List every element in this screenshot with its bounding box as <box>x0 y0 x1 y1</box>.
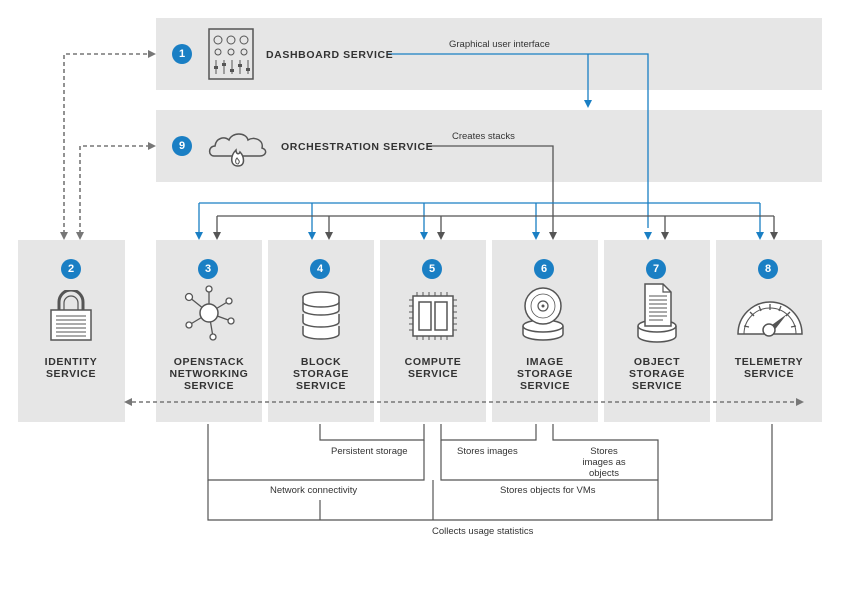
padlock-icon <box>49 288 93 347</box>
persistent-storage-label: Persistent storage <box>331 446 408 457</box>
identity-title: IDENTITY SERVICE <box>44 356 98 380</box>
object-storage-title: OBJECT STORAGE SERVICE <box>629 356 685 392</box>
orchestration-title: ORCHESTRATION SERVICE <box>281 141 434 153</box>
network-hub-icon <box>183 285 235 346</box>
database-icon <box>301 290 341 345</box>
networking-title: OPENSTACK NETWORKING SERVICE <box>169 356 249 392</box>
creates-stacks-label: Creates stacks <box>452 131 515 142</box>
compute-title: COMPUTE SERVICE <box>404 356 462 380</box>
compute-number-badge: 5 <box>422 259 442 279</box>
document-icon <box>635 282 679 349</box>
orchestration-number-badge: 9 <box>172 136 192 156</box>
stores-objects-vms-label: Stores objects for VMs <box>500 485 596 496</box>
image-storage-number-badge: 6 <box>534 259 554 279</box>
cloud-fire-icon <box>206 124 270 173</box>
block-storage-number-badge: 4 <box>310 259 330 279</box>
cpu-chip-icon <box>407 290 459 347</box>
block-storage-title: BLOCK STORAGE SERVICE <box>293 356 349 392</box>
networking-number-badge: 3 <box>198 259 218 279</box>
stores-images-label: Stores images <box>457 446 518 457</box>
identity-number-badge: 2 <box>61 259 81 279</box>
collects-usage-label: Collects usage statistics <box>432 526 534 537</box>
dashboard-title: DASHBOARD SERVICE <box>266 49 394 61</box>
object-storage-number-badge: 7 <box>646 259 666 279</box>
network-connectivity-label: Network connectivity <box>270 485 358 496</box>
gauge-icon <box>735 290 805 343</box>
stores-images-objects-label: Stores images as objects <box>582 446 626 479</box>
telemetry-number-badge: 8 <box>758 259 778 279</box>
telemetry-title: TELEMETRY SERVICE <box>734 356 804 380</box>
disc-icon <box>520 284 566 347</box>
dashboard-number-badge: 1 <box>172 44 192 64</box>
image-storage-title: IMAGE STORAGE SERVICE <box>517 356 573 392</box>
control-panel-icon <box>208 28 254 85</box>
graphical-ui-label: Graphical user interface <box>449 39 550 50</box>
